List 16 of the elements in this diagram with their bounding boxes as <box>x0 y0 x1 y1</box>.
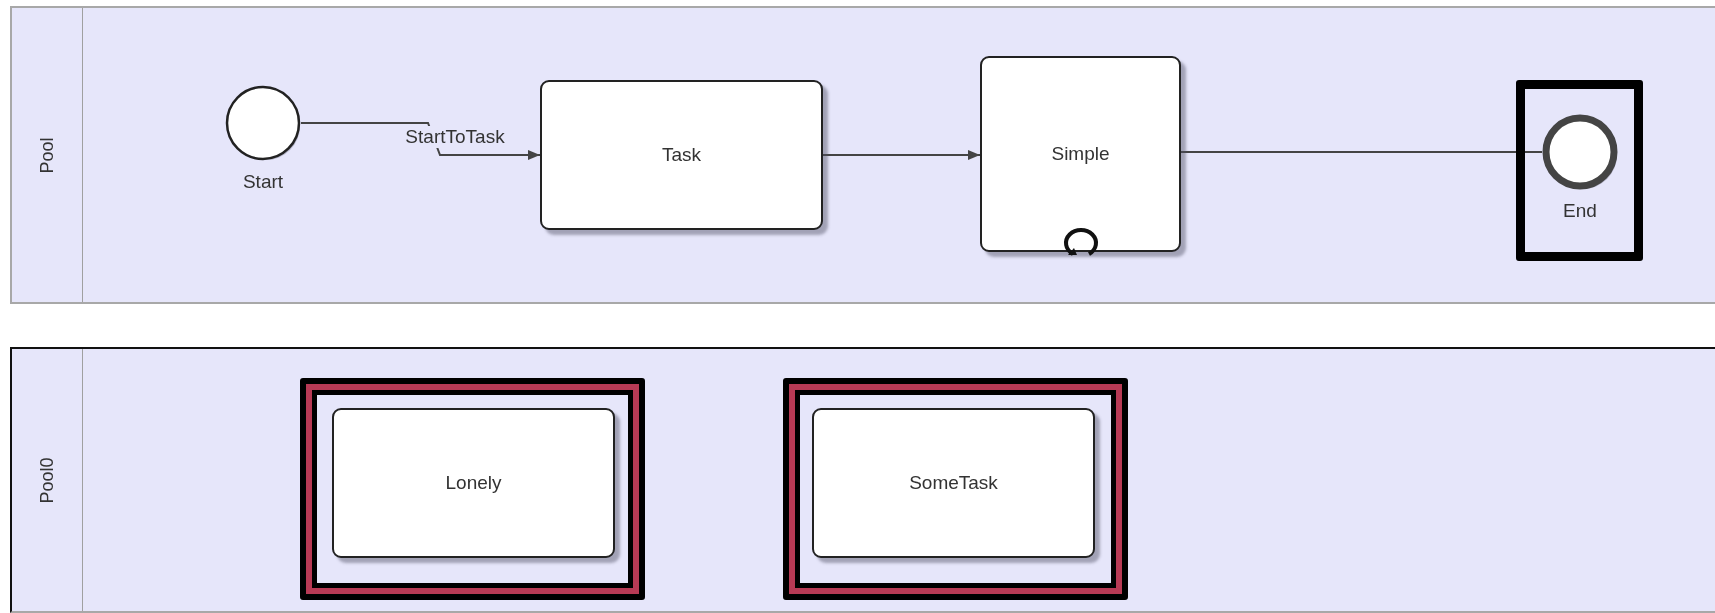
task-label: Simple <box>1051 143 1110 165</box>
sequence-flow-arrow <box>822 150 981 160</box>
task-box <box>540 80 823 230</box>
task-box <box>332 408 615 558</box>
task-label: SomeTask <box>909 472 998 494</box>
edge-label: StartToTask <box>403 126 507 148</box>
pool-band <box>10 347 1715 613</box>
sequence-flow-arrow <box>300 122 541 160</box>
event-label: End <box>1563 200 1597 222</box>
event-label: Start <box>242 171 284 193</box>
pool-title: Pool0 <box>36 457 58 503</box>
task-box <box>812 408 1095 558</box>
pool-title: Pool <box>36 137 58 173</box>
task-label: Task <box>661 144 702 166</box>
pool-band <box>10 6 1715 304</box>
task-label: Lonely <box>445 472 502 494</box>
